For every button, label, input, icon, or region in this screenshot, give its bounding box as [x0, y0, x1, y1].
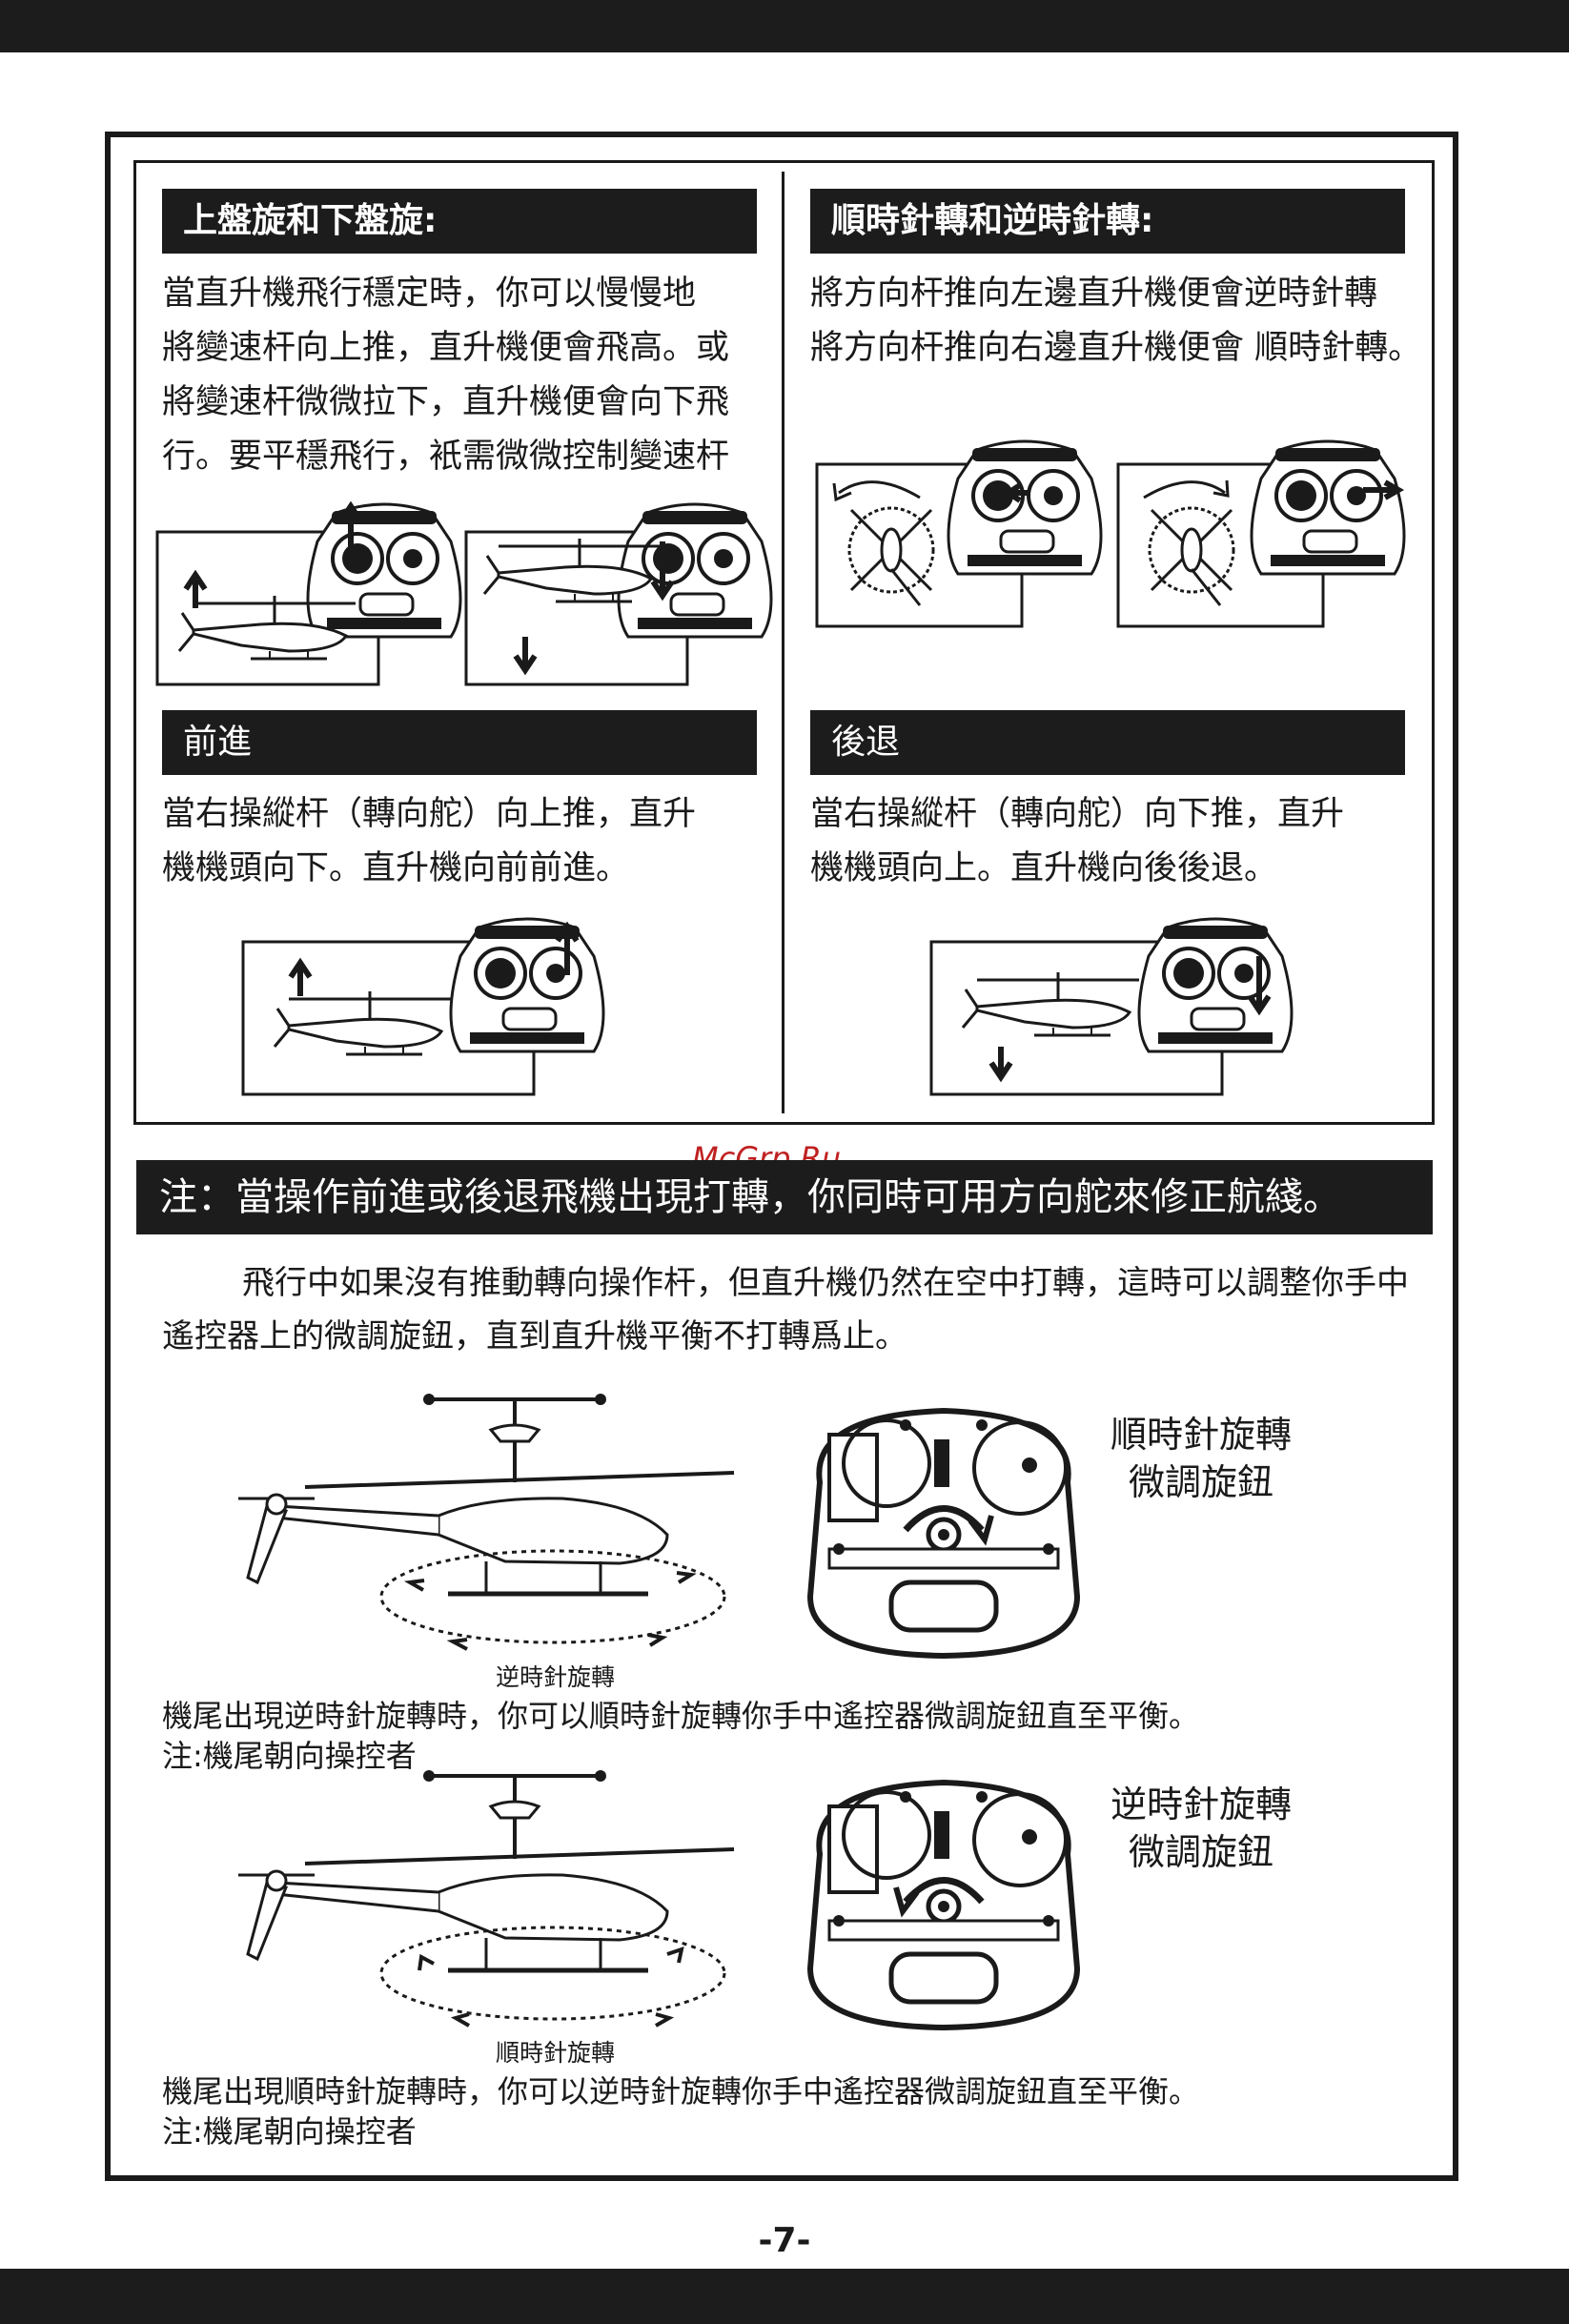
trim-knob-panel-2 [801, 1778, 1087, 2035]
trim-helicopter-1 [219, 1392, 753, 1651]
hover-header: 上盤旋和下盤旋: [162, 189, 757, 254]
rotation-label-2: 順時針旋轉 [496, 2039, 616, 2067]
trim-knob-panel-1 [801, 1406, 1087, 1663]
column-divider [782, 172, 784, 1113]
trim-caption-note-1: 注:機尾朝向操控者 [162, 1738, 417, 1774]
note-body: 飛行中如果沒有推動轉向操作杆，但直升機仍然在空中打轉，這時可以調整你手中遙控器上… [162, 1264, 1409, 1356]
trim-caption-note-2: 注:機尾朝向操控者 [162, 2113, 417, 2150]
trim-helicopter-2 [219, 1768, 753, 2028]
knob-label-1: 順時針旋轉 微調旋鈕 [1087, 1411, 1315, 1506]
bottom-bar [0, 2269, 1569, 2324]
hover-illustration [155, 500, 773, 686]
knob-label-2-line1: 逆時針旋轉 [1110, 1784, 1292, 1825]
top-bar [0, 0, 1569, 52]
note-heading: 注：當操作前進或後退飛機出現打轉，你同時可用方向舵來修正航綫。 [136, 1160, 1433, 1234]
backward-header: 後退 [810, 710, 1405, 775]
trim-caption-2: 機尾出現順時針旋轉時，你可以逆時針旋轉你手中遙控器微調旋鈕直至平衡。 [162, 2073, 1200, 2110]
forward-header: 前進 [162, 710, 757, 775]
trim-caption-1: 機尾出現逆時針旋轉時，你可以順時針旋轉你手中遙控器微調旋鈕直至平衡。 [162, 1698, 1200, 1734]
forward-text: 當右操縱杆（轉向舵）向上推，直升 機機頭向下。直升機向前前進。 [162, 795, 697, 887]
page-frame [105, 132, 1458, 2181]
knob-label-2: 逆時針旋轉 微調旋鈕 [1087, 1781, 1315, 1876]
rotate-illustration [815, 439, 1406, 628]
rotate-header: 順時針轉和逆時針轉: [810, 189, 1405, 254]
rotate-text: 將方向杆推向左邊直升機便會逆時針轉 將方向杆推向右邊直升機便會 順時針轉。 [810, 275, 1422, 367]
backward-illustration [929, 917, 1294, 1096]
forward-illustration [241, 917, 605, 1096]
hover-text: 當直升機飛行穩定時，你可以慢慢地 將變速杆向上推，直升機便會飛高。或 將變速杆微… [162, 275, 730, 476]
page-number: -7- [758, 2221, 811, 2260]
knob-label-1-line2: 微調旋鈕 [1128, 1461, 1274, 1503]
knob-label-1-line1: 順時針旋轉 [1110, 1414, 1292, 1456]
instructions-frame [133, 160, 1435, 1125]
backward-text: 當右操縱杆（轉向舵）向下推，直升 機機頭向上。直升機向後後退。 [810, 795, 1345, 887]
rotation-label-1: 逆時針旋轉 [496, 1663, 616, 1691]
knob-label-2-line2: 微調旋鈕 [1128, 1831, 1274, 1873]
